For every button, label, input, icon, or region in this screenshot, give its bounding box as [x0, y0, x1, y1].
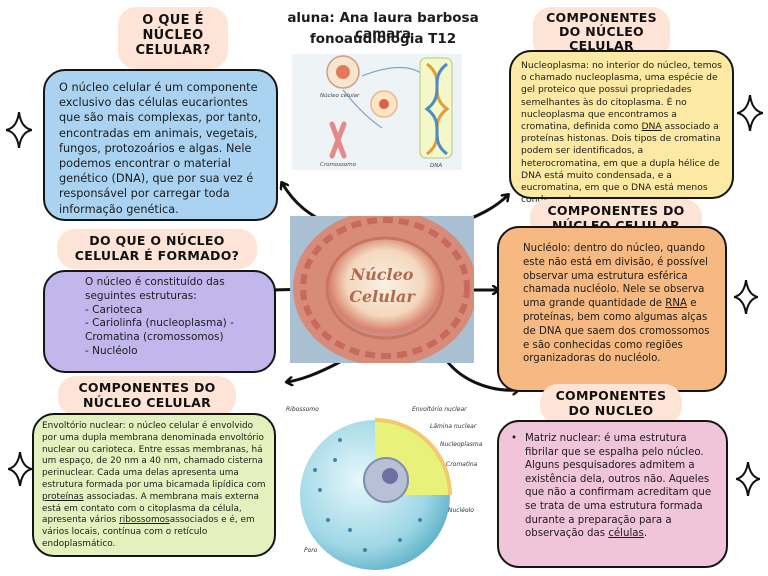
arrow-to-c1 [287, 360, 341, 382]
label-dna: DNA [430, 163, 442, 169]
c2-box: Nucleoplasma: no interior do núcleo, tem… [509, 50, 734, 205]
c3-text: Nucléolo: dentro do núcleo, quando este … [523, 243, 710, 365]
center-title-line1: Núcleo [350, 265, 414, 284]
sparkle-star-icon [734, 280, 758, 314]
c4-text: •Matriz nuclear: é uma estrutura fibrila… [511, 433, 712, 540]
label-nucleolus: Nucléolo [448, 507, 474, 514]
q2-title: DO QUE O NÚCLEO CELULAR É FORMADO? [57, 229, 257, 269]
c4-title: COMPONENTES DO NUCLEO [540, 384, 682, 424]
c3-box: Nucléolo: dentro do núcleo, quando este … [497, 226, 727, 392]
label-nucleus: Núcleo celular [320, 92, 360, 99]
c2-text: Nucleoplasma: no interior do núcleo, tem… [521, 60, 722, 205]
q2-box: O núcleo é constituído das seguintes est… [43, 270, 276, 373]
label-chromosome: Cromossomo [320, 162, 357, 168]
label-chromatin: Cromatina [446, 461, 478, 468]
label-nucleoplasm: Nucleoplasma [440, 441, 483, 448]
top-illustration: Núcleo celular Cromossomo DNA [292, 54, 462, 170]
label-pore: Poro [304, 547, 318, 554]
center-illustration: Núcleo Celular [290, 216, 474, 363]
nucleus-chromosome-dna-diagram: Núcleo celular Cromossomo DNA [320, 55, 453, 169]
q1-text: O núcleo celular é um componente exclusi… [59, 81, 262, 216]
sparkle-star-icon [737, 95, 763, 131]
label-lamina: Lâmina nuclear [430, 423, 477, 430]
course-name: fonoaudiologia T12 [309, 31, 457, 47]
c1-text: Envoltório nuclear: o núcleo celular é e… [42, 421, 266, 549]
c1-title: COMPONENTES DO NÚCLEO CELULAR [58, 376, 236, 416]
label-envelope: Envoltório nuclear [412, 406, 467, 413]
sparkle-star-icon [6, 112, 32, 148]
q1-title: O QUE É NÚCLEO CELULAR? [118, 7, 228, 69]
c1-box: Envoltório nuclear: o núcleo celular é e… [32, 413, 276, 557]
c4-box: •Matriz nuclear: é uma estrutura fibrila… [497, 420, 728, 568]
sparkle-star-icon [736, 462, 760, 496]
cell-cutaway-diagram: Ribossomo Envoltório nuclear Lâmina nucl… [286, 406, 483, 570]
center-title-line2: Celular [349, 287, 416, 306]
label-ribosome: Ribossomo [286, 406, 319, 413]
sparkle-star-icon [8, 452, 32, 486]
cell-illustration: Ribossomo Envoltório nuclear Lâmina nucl… [280, 400, 490, 572]
nucleus-photo: Núcleo Celular [290, 216, 474, 363]
q1-box: O núcleo celular é um componente exclusi… [43, 69, 278, 221]
student-name: aluna: Ana laura barbosa camara [287, 10, 479, 42]
